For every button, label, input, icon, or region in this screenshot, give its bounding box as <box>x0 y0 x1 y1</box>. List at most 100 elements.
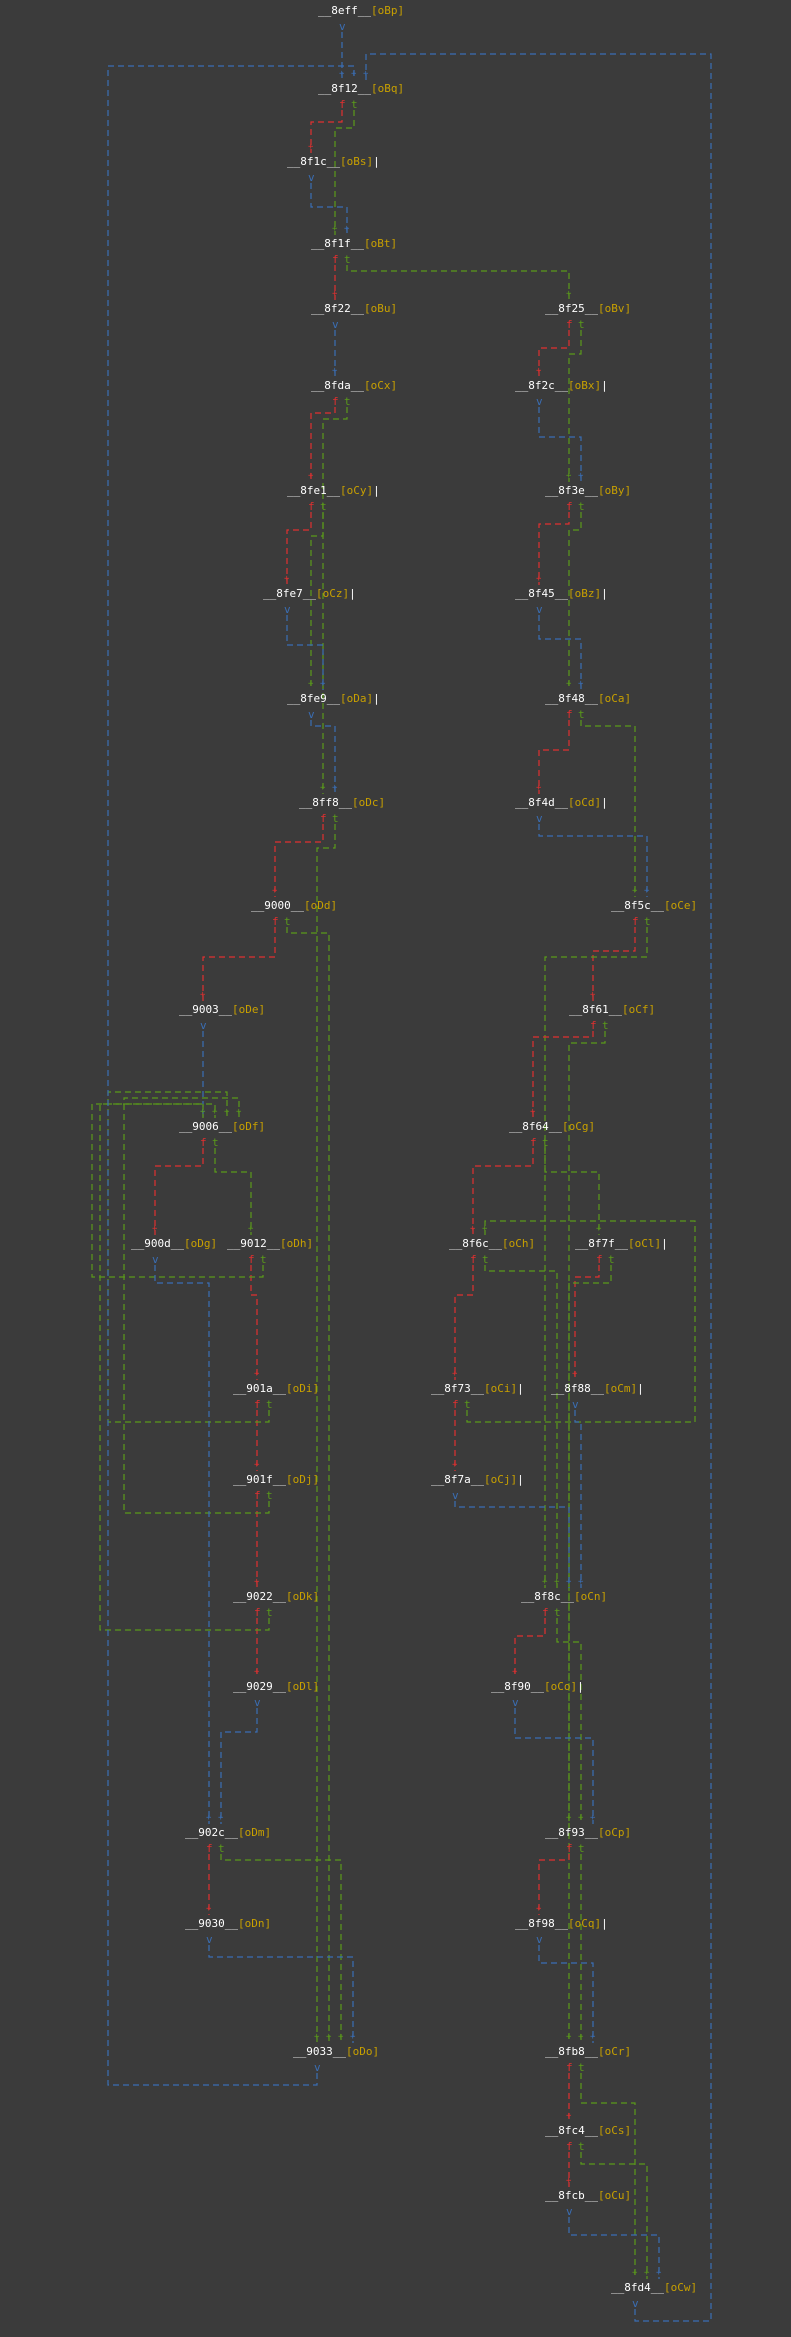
node-8f88[interactable]: __8f88__[oCm]| <box>551 1382 644 1395</box>
node-901f[interactable]: __901f__[oDj] <box>233 1473 319 1486</box>
edge-junction-icon: + <box>248 1224 254 1234</box>
edge-junction-icon: + <box>254 1577 260 1587</box>
node-8f6c[interactable]: __8f6c__[oCh] <box>449 1237 535 1250</box>
node-border: | <box>637 1382 644 1395</box>
edge-8f48-8f5c <box>580 720 636 897</box>
edge-8f48-8f4d <box>538 720 570 794</box>
edge-8f61-8f93 <box>568 1031 606 1824</box>
node-9030[interactable]: __9030__[oDn] <box>185 1917 271 1930</box>
node-8f8c[interactable]: __8f8c__[oCn] <box>521 1590 607 1603</box>
edge-junction-icon: + <box>339 69 345 79</box>
edge-junction-icon: + <box>578 2032 584 2042</box>
node-8fc4[interactable]: __8fc4__[oCs] <box>545 2124 631 2137</box>
edge-label-jump: v <box>308 171 315 184</box>
node-8fcb[interactable]: __8fcb__[oCu] <box>545 2189 631 2202</box>
node-9029[interactable]: __9029__[oDl] <box>233 1680 319 1693</box>
node-8f22[interactable]: __8f22__[oBu] <box>311 302 397 315</box>
edge-junction-icon: + <box>590 2032 596 2042</box>
node-8fe1[interactable]: __8fe1__[oCy]| <box>287 484 380 497</box>
edge-label-false: f <box>530 1136 537 1149</box>
node-8fd4[interactable]: __8fd4__[oCw] <box>611 2281 697 2294</box>
node-tag: [oDm] <box>237 1826 272 1839</box>
node-8f3e[interactable]: __8f3e__[oBy] <box>545 484 631 497</box>
node-address: __9022__ <box>233 1590 286 1603</box>
edge-label-true: t <box>578 318 585 331</box>
edge-junction-icon: + <box>236 1107 242 1117</box>
edge-label-false: f <box>339 98 346 111</box>
node-8eff[interactable]: __8eff__[oBp] <box>318 4 404 17</box>
node-9000[interactable]: __9000__[oDd] <box>251 899 337 912</box>
node-8f7f[interactable]: __8f7f__[oCl]| <box>575 1237 668 1250</box>
node-8f61[interactable]: __8f61__[oCf] <box>569 1003 655 1016</box>
node-8ff8[interactable]: __8ff8__[oDc] <box>299 796 385 809</box>
node-address: __9012__ <box>227 1237 280 1250</box>
node-8f25[interactable]: __8f25__[oBv] <box>545 302 631 315</box>
edge-8f45-8f48 <box>538 615 582 690</box>
node-9022[interactable]: __9022__[oDk] <box>233 1590 319 1603</box>
edge-label-jump: v <box>566 2205 573 2218</box>
node-8fda[interactable]: __8fda__[oCx] <box>311 379 397 392</box>
node-8f73[interactable]: __8f73__[oCi]| <box>431 1382 524 1395</box>
edge-junction-icon: + <box>206 1904 212 1914</box>
edge-label-true: t <box>578 2061 585 2074</box>
node-8fb8[interactable]: __8fb8__[oCr] <box>545 2045 631 2058</box>
node-8f5c[interactable]: __8f5c__[oCe] <box>611 899 697 912</box>
node-8f12[interactable]: __8f12__[oBq] <box>318 82 404 95</box>
node-address: __9006__ <box>179 1120 232 1133</box>
node-border: | <box>373 692 380 705</box>
node-8f7a[interactable]: __8f7a__[oCj]| <box>431 1473 524 1486</box>
edge-label-false: f <box>332 253 339 266</box>
edge-label-false: f <box>254 1489 261 1502</box>
edge-8f90-8f93 <box>514 1708 594 1824</box>
node-8f4d[interactable]: __8f4d__[oCd]| <box>515 796 608 809</box>
node-tag: [oCw] <box>663 2281 698 2294</box>
node-8fe9[interactable]: __8fe9__[oDa]| <box>287 692 380 705</box>
node-8f64[interactable]: __8f64__[oCg] <box>509 1120 595 1133</box>
node-9033[interactable]: __9033__[oDo] <box>293 2045 379 2058</box>
node-8fe7[interactable]: __8fe7__[oCz]| <box>263 587 356 600</box>
edge-junction-icon: + <box>308 142 314 152</box>
edge-8f1f-8f25 <box>346 265 570 300</box>
node-9012[interactable]: __9012__[oDh] <box>227 1237 313 1250</box>
edge-junction-icon: + <box>566 2111 572 2121</box>
node-8f98[interactable]: __8f98__[oCq]| <box>515 1917 608 1930</box>
edge-junction-icon: + <box>572 1369 578 1379</box>
node-902c[interactable]: __902c__[oDm] <box>185 1826 271 1839</box>
edge-8f6c-8f8c <box>484 1265 558 1588</box>
node-9003[interactable]: __9003__[oDe] <box>179 1003 265 1016</box>
node-8f1c[interactable]: __8f1c__[oBs]| <box>287 155 380 168</box>
node-tag: [oDi] <box>285 1382 320 1395</box>
node-border: | <box>661 1237 668 1250</box>
node-tag: [oCy] <box>339 484 374 497</box>
edge-9006-900d <box>154 1148 204 1235</box>
edge-label-true: t <box>608 1253 615 1266</box>
node-900d[interactable]: __900d__[oDg] <box>131 1237 217 1250</box>
edge-8f93-8f98 <box>538 1854 570 1915</box>
node-8f90[interactable]: __8f90__[oCo]| <box>491 1680 584 1693</box>
edge-junction-icon: + <box>578 679 584 689</box>
node-8f45[interactable]: __8f45__[oBz]| <box>515 587 608 600</box>
edge-label-false: f <box>632 915 639 928</box>
node-8f48[interactable]: __8f48__[oCa] <box>545 692 631 705</box>
edge-8fe1-8fe9 <box>310 512 324 690</box>
edge-junction-icon: + <box>363 69 369 79</box>
edge-8f7f-8f88 <box>574 1265 600 1380</box>
edge-8f5c-8f61 <box>592 927 636 1001</box>
edge-9006-9012 <box>214 1148 252 1235</box>
node-8f1f[interactable]: __8f1f__[oBt] <box>311 237 397 250</box>
edge-label-false: f <box>320 812 327 825</box>
node-8f93[interactable]: __8f93__[oCp] <box>545 1826 631 1839</box>
edge-label-true: t <box>320 500 327 513</box>
edge-junction-icon: + <box>320 679 326 689</box>
edge-junction-icon: + <box>351 69 357 79</box>
edge-8f8c-8f90 <box>514 1618 546 1678</box>
edge-junction-icon: + <box>200 990 206 1000</box>
node-901a[interactable]: __901a__[oDi] <box>233 1382 319 1395</box>
node-9006[interactable]: __9006__[oDf] <box>179 1120 265 1133</box>
node-tag: [oBv] <box>597 302 632 315</box>
node-8f2c[interactable]: __8f2c__[oBx]| <box>515 379 608 392</box>
node-tag: [oDj] <box>285 1473 320 1486</box>
edge-label-jump: v <box>200 1019 207 1032</box>
edge-label-false: f <box>566 500 573 513</box>
